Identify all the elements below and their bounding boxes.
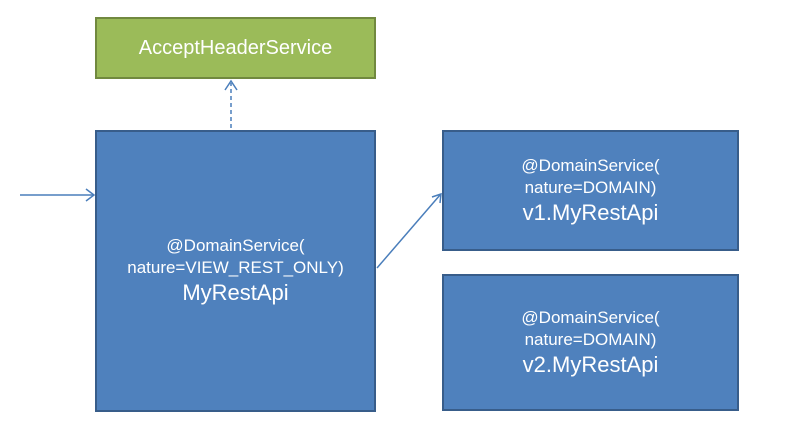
node-name: v1.MyRestApi [522,199,659,225]
v1-my-rest-api-node[interactable]: @DomainService( nature=DOMAIN) v1.MyRest… [442,130,739,251]
node-name: v2.MyRestApi [522,351,659,377]
node-name: AcceptHeaderService [138,37,333,59]
node-annotation-nature: nature=VIEW_REST_ONLY) [127,258,344,277]
v2-my-rest-api-node[interactable]: @DomainService( nature=DOMAIN) v2.MyRest… [442,274,739,411]
node-name: MyRestApi [182,280,289,305]
node-annotation-open: @DomainService( [166,236,305,255]
delegation-arrow [376,192,442,269]
node-annotation-open: @DomainService( [521,307,660,327]
node-annotation-nature: nature=DOMAIN) [524,177,657,197]
incoming-arrow [20,188,96,202]
my-rest-api-node[interactable]: @DomainService( nature=VIEW_REST_ONLY) M… [95,130,376,412]
node-annotation-open: @DomainService( [521,155,660,175]
node-annotation-nature: nature=DOMAIN) [524,329,657,349]
dependency-arrow [224,79,238,128]
accept-header-service-node[interactable]: AcceptHeaderService [95,17,376,79]
